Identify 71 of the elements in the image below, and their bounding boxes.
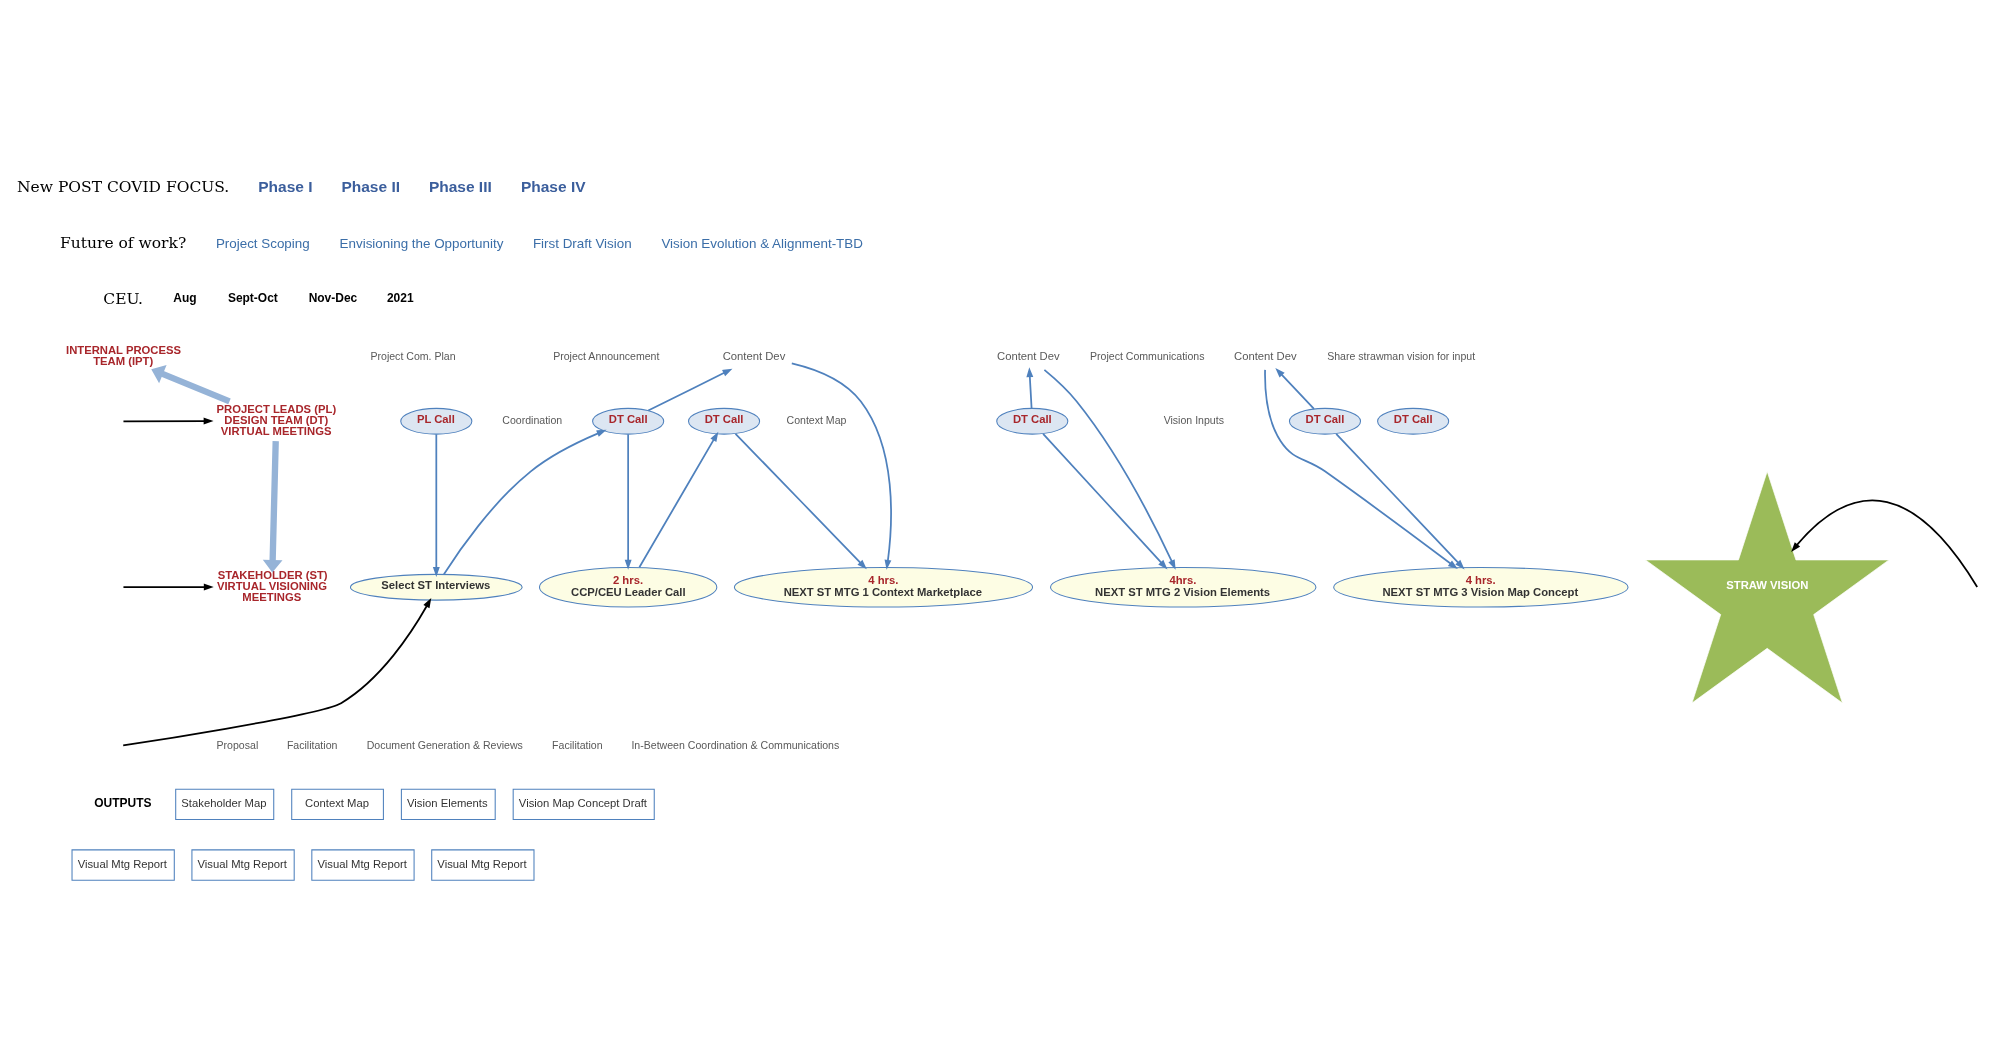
label: CEU. <box>103 289 144 308</box>
label: Project Announcement <box>553 349 660 362</box>
node-box: Vision Elements <box>400 788 496 820</box>
label: Share strawman vision for input <box>1327 349 1476 362</box>
arrow <box>1275 367 1315 410</box>
node-ellipse: 2 hrs. CCP/CEU Leader Call <box>538 566 718 608</box>
node-box: Visual Mtg Report <box>71 848 175 881</box>
node-text: INTERNAL PROCESS TEAM (IPT) <box>66 343 181 367</box>
node-box: Vision Map Concept Draft <box>512 788 655 820</box>
label: First Draft Vision <box>532 235 632 251</box>
node-text: STAKEHOLDER (ST) VIRTUAL VISIONING MEETINGS <box>216 568 328 603</box>
node-ellipse: PL Call <box>400 407 473 435</box>
node-text: Content Dev <box>997 349 1060 362</box>
arrow <box>122 583 214 591</box>
label: Envisioning the Opportunity <box>339 235 504 251</box>
label: Vision Evolution & Alignment-TBD <box>661 235 863 251</box>
node-text: PROJECT LEADS (PL) DESIGN TEAM (DT) VIRTUAL MEETINGS <box>216 402 337 437</box>
node-box: Visual Mtg Report <box>431 848 535 881</box>
node-ellipse: DT Call <box>1377 407 1450 435</box>
label: OUTPUTS <box>94 795 152 810</box>
label: Vision Inputs <box>1163 413 1224 426</box>
label: Phase III <box>428 177 492 195</box>
arrow <box>1791 498 1979 588</box>
arrow <box>647 368 733 411</box>
label: Document Generation & Reviews <box>366 738 523 751</box>
label: Facilitation <box>552 738 603 751</box>
node-box: Visual Mtg Report <box>311 848 415 881</box>
label: Project Com. Plan <box>370 349 456 362</box>
label: New POST COVID FOCUS. <box>17 177 230 196</box>
label: Phase II <box>341 177 401 195</box>
label: Phase I <box>258 177 313 195</box>
arrow <box>638 431 719 568</box>
node-text: Content Dev <box>1234 349 1297 362</box>
arrow <box>734 432 867 569</box>
label: 2021 <box>386 290 414 305</box>
label: In-Between Coordination & Communications <box>631 738 840 751</box>
label: Future of work? <box>60 233 187 252</box>
arrow <box>122 597 432 746</box>
node-box: Visual Mtg Report <box>191 848 295 881</box>
node-ellipse: DT Call <box>688 407 761 435</box>
label: Context Map <box>786 413 847 426</box>
node-ellipse: DT Call <box>1288 407 1362 435</box>
label: Aug <box>173 290 197 305</box>
arrow <box>1043 368 1176 570</box>
label: Coordination <box>502 413 563 426</box>
node-box: Stakeholder Map <box>175 788 275 820</box>
label: Facilitation <box>286 738 338 751</box>
arrow <box>151 364 231 404</box>
label: Sept-Oct <box>227 290 278 305</box>
arrow <box>122 417 214 425</box>
arrow <box>432 432 440 577</box>
node-ellipse: 4 hrs. NEXT ST MTG 1 Context Marketplace <box>733 566 1034 608</box>
label: Proposal <box>216 738 259 751</box>
node-ellipse: DT Call <box>996 407 1069 435</box>
arrow <box>443 429 607 575</box>
arrow <box>624 432 632 570</box>
arrow <box>1264 368 1458 569</box>
label: Project Communications <box>1090 349 1205 362</box>
label: Phase IV <box>520 177 586 195</box>
node-ellipse: 4hrs. NEXT ST MTG 2 Vision Elements <box>1049 566 1317 608</box>
label: Nov-Dec <box>308 290 358 305</box>
node-ellipse: Select ST Interviews <box>349 573 523 601</box>
node-text: Content Dev <box>722 349 786 362</box>
arrow <box>262 440 283 573</box>
arrow <box>1026 366 1034 409</box>
label: Project Scoping <box>215 235 310 251</box>
arrow <box>1335 432 1465 569</box>
node-ellipse: 4 hrs. NEXT ST MTG 3 Vision Map Concept <box>1333 566 1629 608</box>
arrow <box>790 362 892 570</box>
arrow <box>1042 432 1168 569</box>
node-box: Context Map <box>291 788 384 820</box>
